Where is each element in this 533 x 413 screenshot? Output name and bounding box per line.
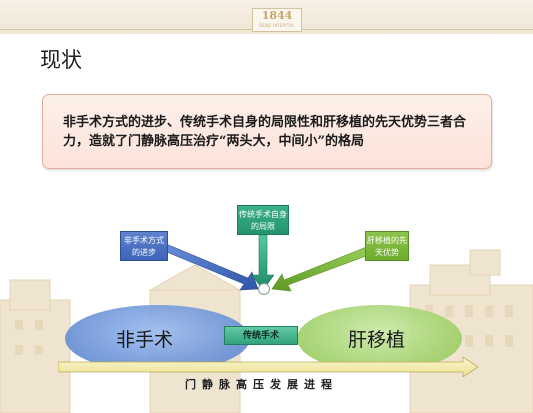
transplant-ellipse bbox=[297, 305, 462, 372]
progress-arrow bbox=[58, 357, 478, 377]
traditional-surgery-bar: 传统手术 bbox=[224, 326, 298, 345]
summary-text: 非手术方式的进步、传统手术自身的局限性和肝移植的先天优势三者合力，造就了门静脉高… bbox=[63, 115, 467, 149]
traditional-limitation-box: 传统手术自身的局限 bbox=[237, 205, 289, 235]
arrow-from-traditional bbox=[251, 234, 275, 291]
summary-box: 非手术方式的进步、传统手术自身的局限性和肝移植的先天优势三者合力，造就了门静脉高… bbox=[42, 94, 492, 169]
progress-caption: 门静脉高压发展进程 bbox=[185, 378, 338, 391]
nonsurgical-label: 非手术 bbox=[116, 329, 174, 351]
convergence-point bbox=[258, 283, 270, 295]
slide-title: 现状 bbox=[40, 48, 82, 72]
logo-subtitle: RENJI HOSPITAL bbox=[259, 23, 295, 28]
logo-year: 1844 bbox=[261, 9, 293, 22]
arrow-from-nonsurgical bbox=[159, 243, 259, 291]
nonsurgical-ellipse bbox=[65, 305, 250, 372]
nonsurgical-progress-box: 非手术方式的进步 bbox=[120, 231, 168, 261]
hospital-logo: 1844 RENJI HOSPITAL bbox=[252, 8, 302, 32]
arrow-from-transplant bbox=[271, 245, 375, 292]
transplant-advantage-box: 肝移植的先天优势 bbox=[365, 231, 409, 261]
transplant-label: 肝移植 bbox=[348, 329, 406, 351]
